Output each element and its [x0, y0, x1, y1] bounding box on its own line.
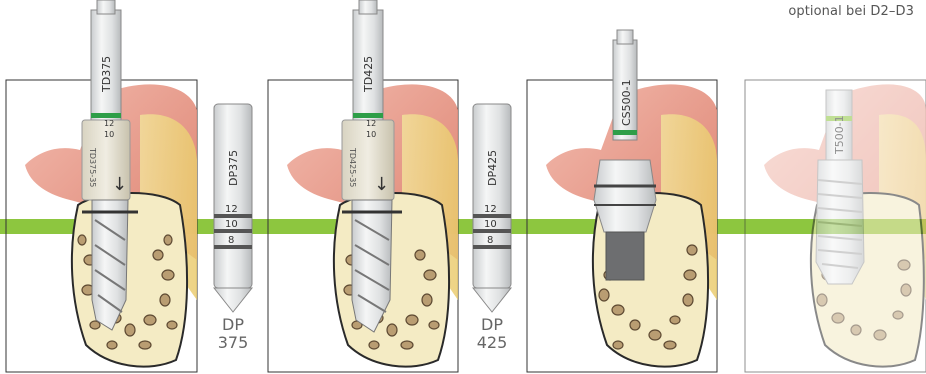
depth-probe-1: DP375 12 10 8 — [214, 104, 252, 312]
probe-mark-8: 8 — [228, 235, 234, 246]
tool-label: CS500-1 — [620, 79, 633, 126]
arrow-down-icon: ↓ — [374, 174, 389, 195]
tool-label: T500-1 — [833, 115, 846, 155]
panel-step-1: TD375 12 10 TD375-35 ↓ — [6, 0, 197, 372]
green-ring — [91, 113, 121, 118]
tool-label: TD425 — [362, 56, 375, 93]
sleeve-mark-10: 10 — [366, 130, 376, 139]
sleeve-mark-12: 12 — [366, 119, 376, 128]
drill-hub — [97, 0, 115, 14]
probe-caption-bottom: 375 — [214, 334, 252, 352]
probe-mark-10: 10 — [225, 219, 238, 230]
probe-mark-8: 8 — [487, 235, 493, 246]
probe-caption-top: DP — [214, 316, 252, 334]
probe-label: DP425 — [486, 150, 499, 186]
arrow-down-icon: ↓ — [112, 174, 127, 195]
probe-caption-bottom: 425 — [473, 334, 511, 352]
probe-mark-12: 12 — [484, 204, 497, 215]
panel-step-3: CS500-1 — [527, 30, 717, 372]
shaft-text: TD375-35 — [88, 147, 97, 187]
tool-label: TD375 — [100, 56, 113, 93]
probe-caption-2: DP 425 — [473, 316, 511, 352]
panel-step-2: TD425 12 10 TD425-35 ↓ — [268, 0, 458, 372]
shaft-text: TD425-35 — [348, 147, 357, 187]
depth-probe-2: DP425 12 10 8 — [473, 104, 511, 312]
probe-caption-top: DP — [473, 316, 511, 334]
probe-mark-12: 12 — [225, 204, 238, 215]
sleeve-mark-10: 10 — [104, 130, 114, 139]
probe-mark-10: 10 — [484, 219, 497, 230]
sleeve-mark-12: 12 — [104, 119, 114, 128]
probe-caption-1: DP 375 — [214, 316, 252, 352]
probe-label: DP375 — [227, 150, 240, 186]
